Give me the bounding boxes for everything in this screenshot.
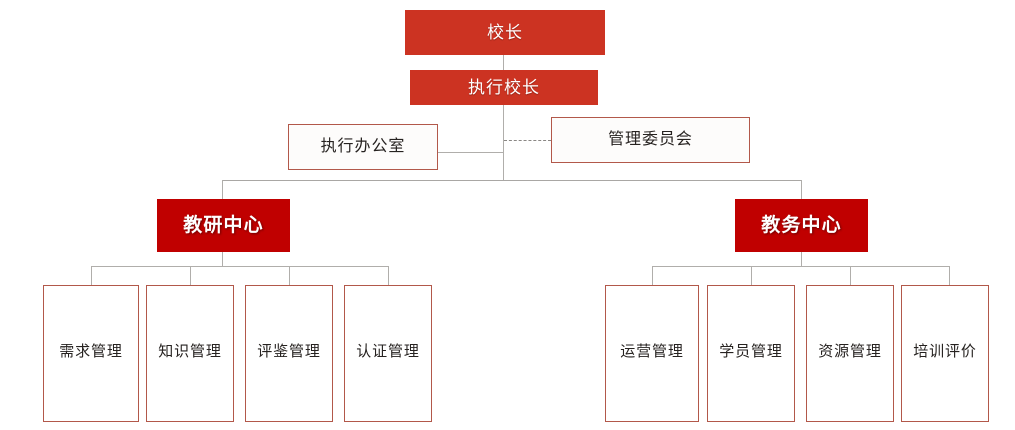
connector-affairs-center-drop: [801, 252, 802, 266]
connector-office-to-trunk: [437, 152, 504, 153]
connector-leaf-drop-1: [91, 266, 92, 285]
node-leaf-label: 运营管理: [620, 343, 684, 360]
connector-leaf-drop-6: [751, 266, 752, 285]
connector-leaf-drop-8: [949, 266, 950, 285]
connector-leaf-drop-7: [850, 266, 851, 285]
node-research-center[interactable]: 教研中心: [157, 199, 290, 252]
node-leaf-label: 知识管理: [158, 343, 222, 360]
node-management-committee[interactable]: 管理委员会: [551, 117, 750, 163]
node-leaf-label: 学员管理: [719, 343, 783, 360]
node-leaf-operations-management[interactable]: 运营管理: [605, 285, 699, 422]
node-leaf-assessment-management[interactable]: 评鉴管理: [245, 285, 333, 422]
node-affairs-center[interactable]: 教务中心: [735, 199, 868, 252]
node-leaf-resource-management[interactable]: 资源管理: [806, 285, 894, 422]
connector-right-leaf-bus: [652, 266, 949, 267]
node-leaf-label: 需求管理: [59, 343, 123, 360]
node-management-committee-label: 管理委员会: [608, 130, 693, 148]
connector-principal-to-executive: [503, 55, 504, 70]
node-executive-principal-label: 执行校长: [467, 77, 541, 97]
node-leaf-student-management[interactable]: 学员管理: [707, 285, 795, 422]
node-leaf-training-evaluation[interactable]: 培训评价: [901, 285, 989, 422]
connector-bus-to-research-center: [222, 180, 223, 199]
connector-left-leaf-bus: [91, 266, 388, 267]
node-leaf-requirement-management[interactable]: 需求管理: [43, 285, 139, 422]
connector-bus-to-affairs-center: [801, 180, 802, 199]
node-research-center-label: 教研中心: [183, 214, 264, 236]
node-leaf-label: 评鉴管理: [257, 343, 321, 360]
node-principal-label: 校长: [486, 22, 524, 42]
node-executive-office[interactable]: 执行办公室: [288, 124, 438, 170]
node-leaf-label: 资源管理: [818, 343, 882, 360]
connector-research-center-drop: [222, 252, 223, 266]
node-principal[interactable]: 校长: [405, 10, 605, 55]
node-leaf-knowledge-management[interactable]: 知识管理: [146, 285, 234, 422]
connector-leaf-drop-4: [388, 266, 389, 285]
node-executive-principal[interactable]: 执行校长: [410, 70, 598, 105]
connector-executive-trunk: [503, 105, 504, 180]
node-leaf-label: 培训评价: [913, 343, 977, 360]
connector-center-bus: [222, 180, 802, 181]
node-affairs-center-label: 教务中心: [761, 214, 842, 236]
node-executive-office-label: 执行办公室: [320, 137, 406, 155]
connector-leaf-drop-3: [289, 266, 290, 285]
connector-leaf-drop-2: [190, 266, 191, 285]
connector-trunk-to-committee: [504, 140, 551, 141]
node-leaf-certification-management[interactable]: 认证管理: [344, 285, 432, 422]
connector-leaf-drop-5: [652, 266, 653, 285]
node-leaf-label: 认证管理: [356, 343, 420, 360]
